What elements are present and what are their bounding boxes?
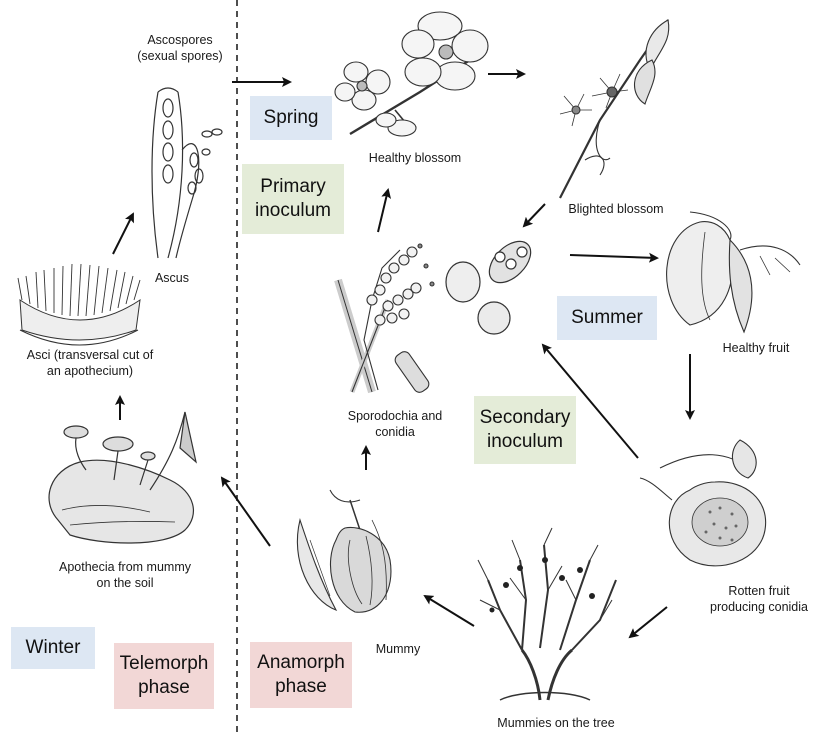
ascospores-line1: Ascospores: [147, 33, 212, 47]
mummy-label: Mummy: [368, 641, 428, 657]
blighted-blossom-icon: [560, 20, 669, 198]
arrow-blighted-to-conidia: [524, 204, 545, 226]
apothecia-label: Apothecia from mummy on the soil: [40, 559, 210, 591]
secondary-inoculum-box: Secondary inoculum: [474, 396, 576, 464]
arrow-mummy-to-apothecia: [222, 478, 270, 546]
asci-line1: Asci (transversal cut of: [27, 348, 153, 362]
anamorph-line1: Anamorph: [257, 651, 345, 675]
mummies-tree-label: Mummies on the tree: [486, 715, 626, 731]
asci-label: Asci (transversal cut of an apothecium): [6, 347, 174, 379]
spring-label: Spring: [264, 106, 319, 130]
healthy-fruit-label: Healthy fruit: [706, 340, 806, 356]
apothecia-line1: Apothecia from mummy: [59, 560, 191, 574]
healthy-fruit-icon: [667, 212, 800, 332]
secondary-line1: Secondary: [480, 406, 571, 430]
secondary-line2: inoculum: [487, 430, 563, 454]
rotten-fruit-label: Rotten fruit producing conidia: [700, 583, 818, 615]
apothecia-icon: [49, 412, 196, 543]
spring-box: Spring: [250, 96, 332, 140]
rotten-fruit-line1: Rotten fruit: [728, 584, 789, 598]
mummies-tree-icon: [478, 528, 616, 700]
summer-label: Summer: [571, 306, 643, 330]
arrow-conidia-to-blossom: [378, 190, 388, 232]
rotten-fruit-icon: [640, 440, 766, 566]
rotten-fruit-line2: producing conidia: [710, 600, 808, 614]
apothecia-line2: on the soil: [97, 576, 154, 590]
anamorph-line2: phase: [275, 675, 327, 699]
anamorph-phase-box: Anamorph phase: [250, 642, 352, 708]
healthy-blossom-icon: [335, 12, 488, 136]
summer-box: Summer: [557, 296, 657, 340]
ascus-icon: [152, 88, 222, 258]
sporodochia-label: Sporodochia and conidia: [336, 408, 454, 440]
sporodochia-line1: Sporodochia and: [348, 409, 443, 423]
primary-line1: Primary: [260, 175, 325, 199]
sporodochia-icon: [338, 244, 434, 395]
arrow-conidia-to-fruit: [570, 255, 657, 258]
conidia-spores-icon: [446, 234, 538, 334]
blighted-blossom-label: Blighted blossom: [556, 201, 676, 217]
mummy-icon: [297, 490, 391, 612]
arrow-asci-to-ascus: [113, 214, 133, 254]
winter-label: Winter: [26, 636, 81, 660]
asci-icon: [18, 264, 140, 345]
primary-inoculum-box: Primary inoculum: [242, 164, 344, 234]
arrow-mummies-to-mummy: [425, 596, 474, 626]
winter-box: Winter: [11, 627, 95, 669]
telemorph-phase-box: Telemorph phase: [114, 643, 214, 709]
ascus-label: Ascus: [150, 270, 194, 286]
primary-line2: inoculum: [255, 199, 331, 223]
telemorph-line2: phase: [138, 676, 190, 700]
asci-line2: an apothecium): [47, 364, 133, 378]
ascospores-line2: (sexual spores): [137, 49, 222, 63]
healthy-blossom-label: Healthy blossom: [355, 150, 475, 166]
ascospores-label: Ascospores (sexual spores): [120, 32, 240, 64]
sporodochia-line2: conidia: [375, 425, 415, 439]
telemorph-line1: Telemorph: [120, 652, 209, 676]
arrow-rotten-to-mummies: [630, 607, 667, 637]
